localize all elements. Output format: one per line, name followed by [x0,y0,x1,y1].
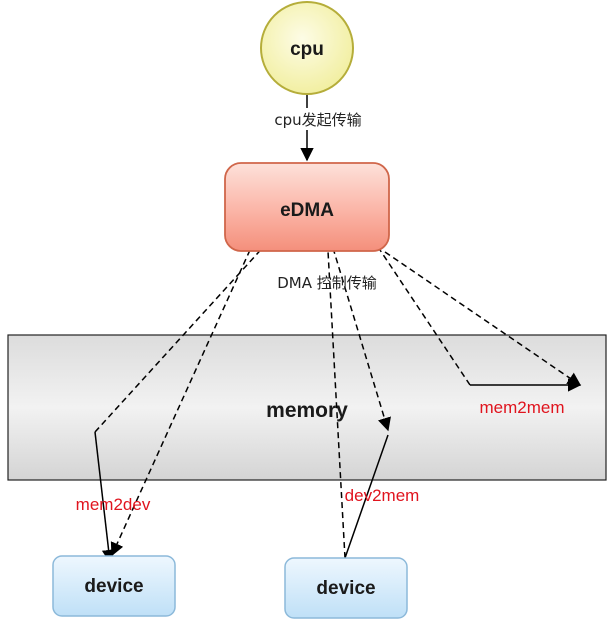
dev2mem-dashed-down [332,247,391,432]
cpu-node [260,1,354,95]
cpu-initiates-label-bg [262,108,370,130]
memory-block [7,334,607,481]
dev2mem-label: dev2mem [345,486,420,505]
mem2dev-label: mem2dev [76,495,151,514]
dev2mem-solid-path [344,434,389,559]
mem2dev-dashed-in [94,231,278,433]
cpu-label: cpu [290,39,324,60]
mem2mem-label: mem2mem [479,398,564,417]
mem2dev-solid-path [94,431,116,564]
edma-label: eDMA [280,200,334,221]
device-right-node [284,557,408,619]
device-left-node [52,555,176,617]
dev2mem-dashed-up [320,231,346,559]
memory-label: memory [266,399,348,422]
mem2mem-dashed-in [369,233,471,386]
device-left-label: device [84,576,143,597]
mem2dev-dashed-out [110,249,251,557]
device-right-label: device [316,578,375,599]
cpu-initiates-label: cpu发起传输 [274,111,361,129]
edma-node [224,162,390,252]
dma-controls-label: DMA 控制传输 [277,274,377,292]
